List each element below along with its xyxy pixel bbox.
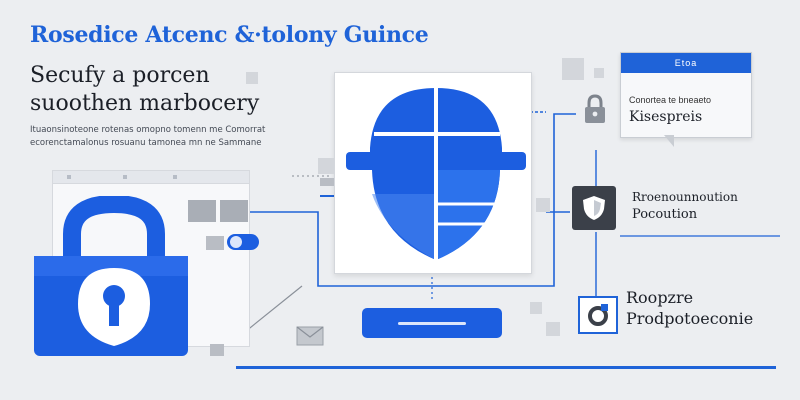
callout-header: Etoa [621, 53, 751, 73]
deco-square [594, 68, 604, 78]
keyhole-icon [78, 268, 150, 346]
deco-square [530, 302, 542, 314]
deco-square [318, 158, 334, 174]
page-title: Rosedice Atcenc &·tolony Guince [30, 22, 429, 48]
small-block [206, 236, 224, 250]
padlock-icon [34, 196, 188, 356]
shield-icon [583, 196, 605, 220]
deco-square [536, 198, 550, 212]
deco-square [546, 322, 560, 336]
base-line [236, 366, 776, 369]
small-block [210, 344, 224, 356]
shield-box [572, 186, 616, 230]
info-callout: Etoa Conortea te bneaeto Kisespreis [620, 52, 752, 138]
deco-square [246, 72, 258, 84]
ring-box [578, 296, 618, 334]
window-dot [67, 175, 71, 179]
window-dot [123, 175, 127, 179]
blue-shield-icon [346, 88, 526, 260]
toggle-icon [227, 234, 259, 250]
deco-square [562, 58, 584, 80]
gray-blocks [188, 200, 250, 222]
subtitle-line-1: Secufy a porcen [30, 63, 210, 88]
window-dot [173, 175, 177, 179]
action-bar[interactable] [362, 308, 502, 338]
deco-square [320, 178, 334, 186]
browser-toolbar [53, 171, 249, 184]
callout-tail [664, 135, 674, 147]
ring-icon [588, 304, 608, 326]
envelope-icon [296, 326, 324, 346]
description-text: Ituaonsinoteone rotenas omopno tomenn me… [30, 125, 266, 148]
callout-title: Kisespreis [629, 109, 703, 125]
middle-item-label: Rroenounnoution [632, 190, 738, 204]
small-lock-icon [585, 94, 605, 123]
bottom-item-sublabel: Prodpotoeconie [626, 309, 754, 328]
callout-caption: Conortea te bneaeto [629, 95, 712, 105]
subtitle-line-2: suoothen marbocery [30, 91, 260, 116]
subtitle: Secufy a porcen suoothen marbocery [30, 62, 259, 118]
bottom-item-label: Roopzre [626, 288, 694, 307]
middle-item-sublabel: Pocoution [632, 207, 698, 222]
